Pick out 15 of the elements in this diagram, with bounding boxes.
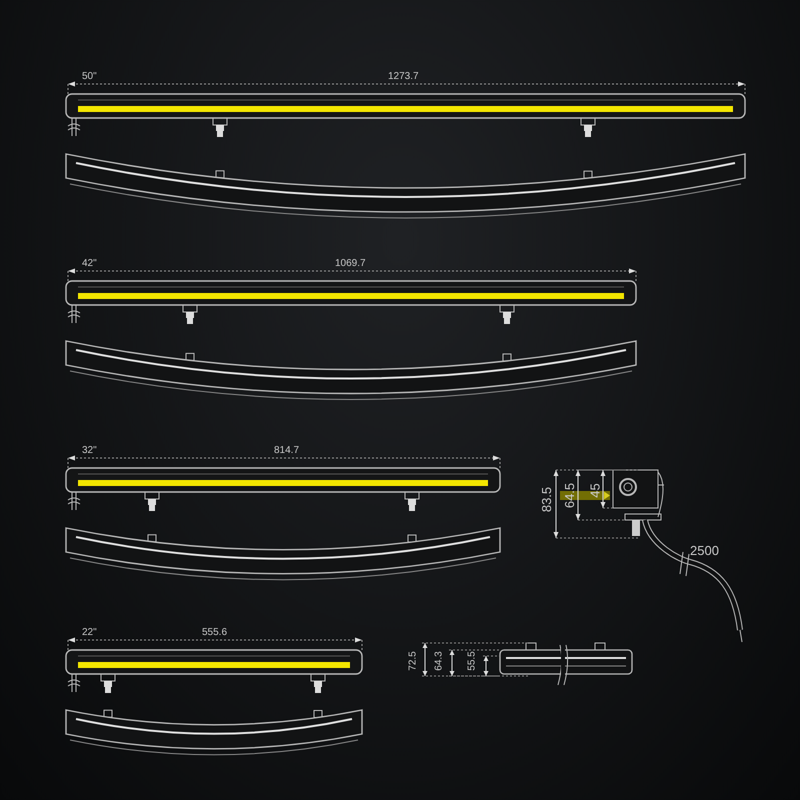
dimension-label: 814.7: [274, 446, 300, 456]
dimension-label: 2500: [690, 544, 719, 557]
dimension-label: 64.5: [563, 482, 576, 508]
dimension-label: 64.3: [434, 651, 445, 671]
dimension-label: 83.5: [540, 486, 554, 512]
dimension-label: 45: [588, 483, 602, 498]
size-label: 22": [82, 628, 97, 638]
dimension-label: 1069.7: [335, 259, 366, 269]
dimension-label: 72.5: [408, 651, 419, 671]
dimension-label: 55.5: [468, 651, 478, 671]
size-label: 42": [82, 259, 97, 269]
dimension-label: 1273.7: [388, 72, 419, 82]
dimension-label: 555.6: [202, 628, 228, 638]
size-label: 32": [82, 446, 97, 456]
size-label: 50": [82, 72, 97, 82]
